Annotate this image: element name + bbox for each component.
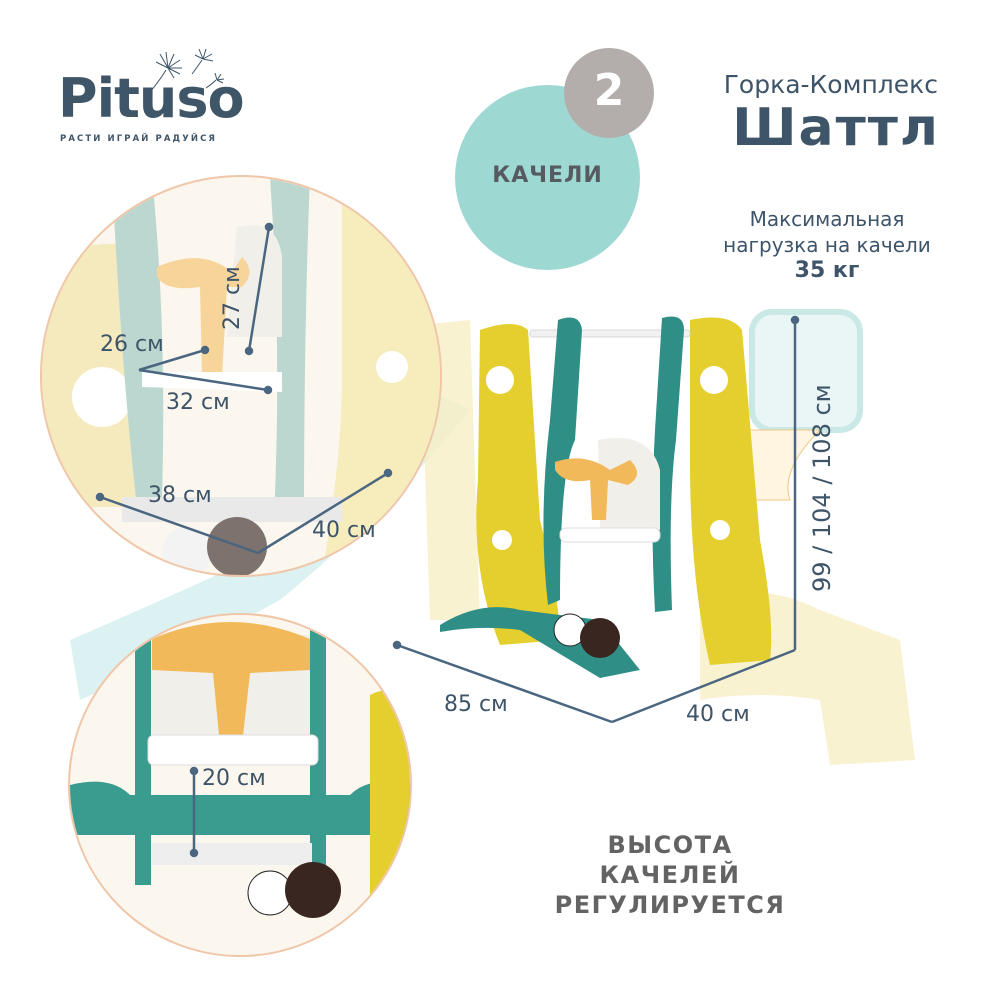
category-label: КАЧЕЛИ <box>492 163 603 188</box>
max-load-info: Максимальная нагрузка на качели 35 кг <box>700 206 954 284</box>
max-load-line2: нагрузка на качели <box>723 233 931 257</box>
category-number-badge: 2 <box>564 48 654 138</box>
seat-detail-illustration <box>42 177 440 575</box>
brand-logo: Pituso РАСТИ ИГРАЙ РАДУЙСЯ <box>58 40 258 150</box>
dim-total-length: 85 см <box>444 692 508 717</box>
product-title: Шаттл <box>732 98 940 158</box>
step-detail-illustration <box>70 622 410 918</box>
max-load-line1: Максимальная <box>749 207 905 231</box>
dim-seat-width: 32 см <box>166 390 230 415</box>
adjustable-height-slogan: ВЫСОТА КАЧЕЛЕЙ РЕГУЛИРУЕТСЯ <box>520 830 820 920</box>
dim-seat-back-height: 27 см <box>220 266 245 330</box>
max-load-value: 35 кг <box>794 258 860 283</box>
slogan-line1: ВЫСОТА <box>607 831 733 859</box>
slogan-line2: КАЧЕЛЕЙ <box>599 861 741 889</box>
dim-total-depth: 40 см <box>686 702 750 727</box>
dim-total-height: 99 / 104 / 108 см <box>808 384 836 592</box>
brand-name: Pituso <box>58 67 245 130</box>
dim-base-depth: 40 см <box>312 518 376 543</box>
brand-tagline: РАСТИ ИГРАЙ РАДУЙСЯ <box>60 134 218 144</box>
dandelion-icon <box>149 48 225 93</box>
dim-seat-to-step: 20 см <box>202 766 266 791</box>
product-subtitle: Горка-Комплекс <box>723 70 938 99</box>
slogan-line3: РЕГУЛИРУЕТСЯ <box>554 891 786 919</box>
dim-base-width: 38 см <box>148 483 212 508</box>
dim-seat-depth: 26 см <box>100 332 164 357</box>
seat-detail-circle <box>40 175 442 577</box>
step-detail-circle <box>68 613 412 957</box>
category-number: 2 <box>593 65 625 116</box>
